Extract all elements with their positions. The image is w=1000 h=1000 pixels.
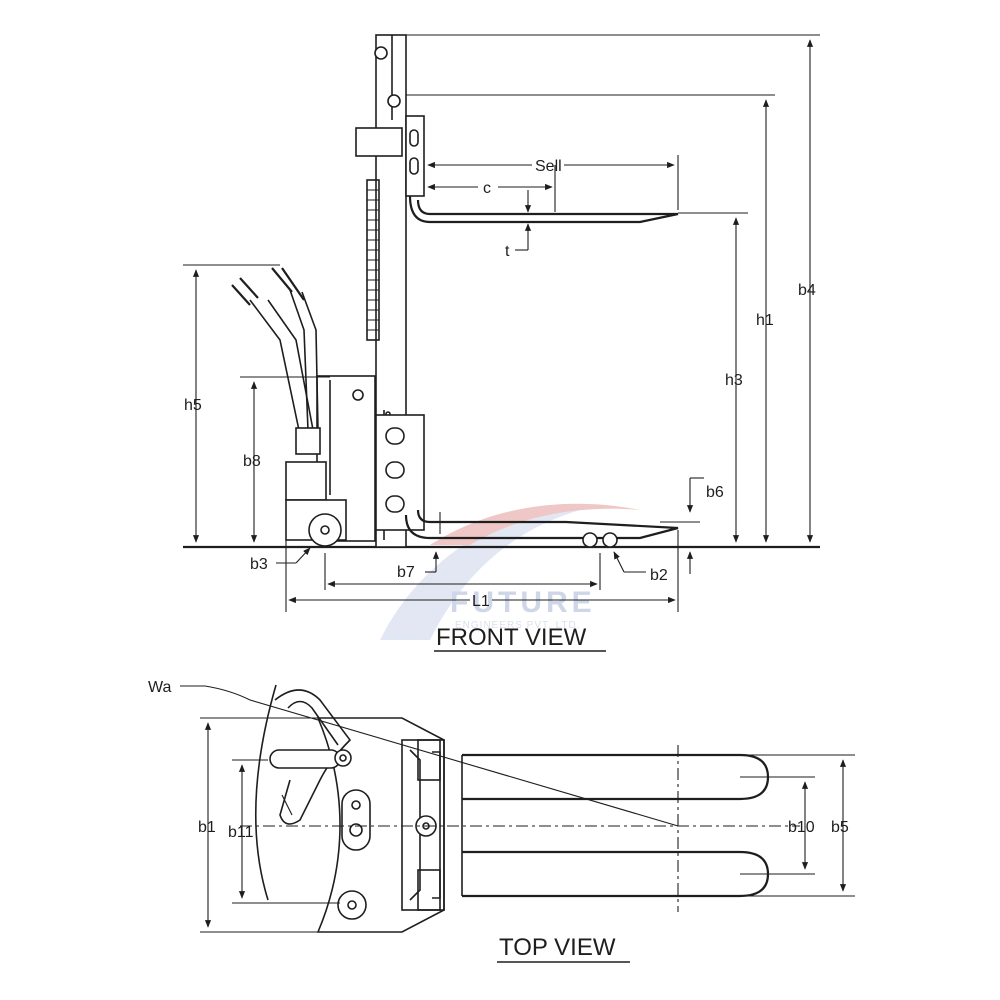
dim-b2-label: b2 [650,567,668,584]
drive-wheel [308,513,342,547]
dim-t-label: t [505,243,510,260]
dim-b5-label: b5 [831,819,849,836]
dim-h5-label: h5 [184,397,202,414]
dim-b11-label: b11 [228,824,254,841]
dim-b7-label: b7 [397,564,415,581]
dim-h3-label: h3 [725,372,743,389]
dim-sell-label: Sell [535,158,562,175]
upper-fork [405,115,679,224]
tiller-handle [231,267,321,455]
dim-b6-label: b6 [706,484,724,501]
dim-b8-label: b8 [243,453,261,470]
dim-b10-label: b10 [788,819,815,836]
dim-h1-label: h1 [756,312,774,329]
load-wheel [582,532,598,548]
top-chassis [316,717,445,933]
dim-b3-label: b3 [250,556,268,573]
front-view-title: FRONT VIEW [436,624,587,651]
dim-b4-label: b4 [798,282,816,299]
watermark: FUTURE ENGINEERS PVT. LTD. [380,503,640,640]
body [285,375,376,542]
front-view: b4 h1 h3 Sell c t h5 b8 [183,34,820,652]
watermark-brand: FUTURE [450,586,596,619]
watermark-subtitle: ENGINEERS PVT. LTD. [455,620,581,631]
top-view: Wa b1 b11 b10 b5 TOP VIEW [148,679,855,963]
top-tiller [255,684,352,901]
dim-c-label: c [483,180,491,197]
lower-fork [375,414,679,540]
dim-l1-label: L1 [472,593,490,610]
top-view-title: TOP VIEW [499,934,616,961]
dim-b1-label: b1 [198,819,216,836]
dim-wa-label: Wa [148,679,172,696]
